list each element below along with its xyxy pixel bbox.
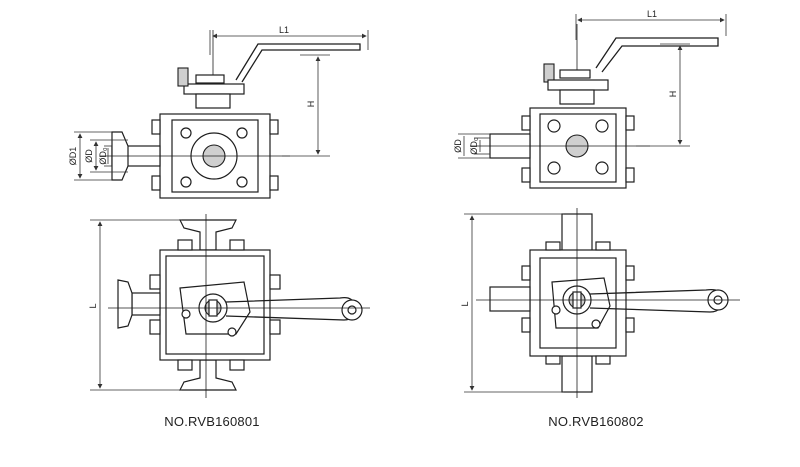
left-l-label: L bbox=[88, 303, 98, 308]
right-model-caption: NO.RVB160802 bbox=[548, 414, 643, 429]
left-d0-label: ØD₀ bbox=[98, 147, 108, 165]
right-l-label: L bbox=[460, 301, 470, 306]
right-valve-top-view: L bbox=[460, 208, 740, 398]
right-l1-label: L1 bbox=[647, 9, 657, 19]
right-h-label: H bbox=[668, 91, 678, 98]
left-valve-front-view: L1 H ØD1 ØD ØD₀ bbox=[68, 25, 369, 199]
left-d-label: ØD bbox=[84, 149, 94, 163]
right-d-label: ØD bbox=[453, 139, 463, 153]
left-model-caption: NO.RVB160801 bbox=[164, 414, 259, 429]
right-d0-label: ØD₀ bbox=[469, 137, 479, 155]
right-valve-front-view: L1 H ØD ØD₀ bbox=[453, 9, 727, 189]
left-valve-top-view: L bbox=[88, 214, 370, 398]
left-l1-label: L1 bbox=[279, 25, 289, 35]
left-h-label: H bbox=[306, 101, 316, 108]
left-d1-label: ØD1 bbox=[68, 147, 78, 166]
